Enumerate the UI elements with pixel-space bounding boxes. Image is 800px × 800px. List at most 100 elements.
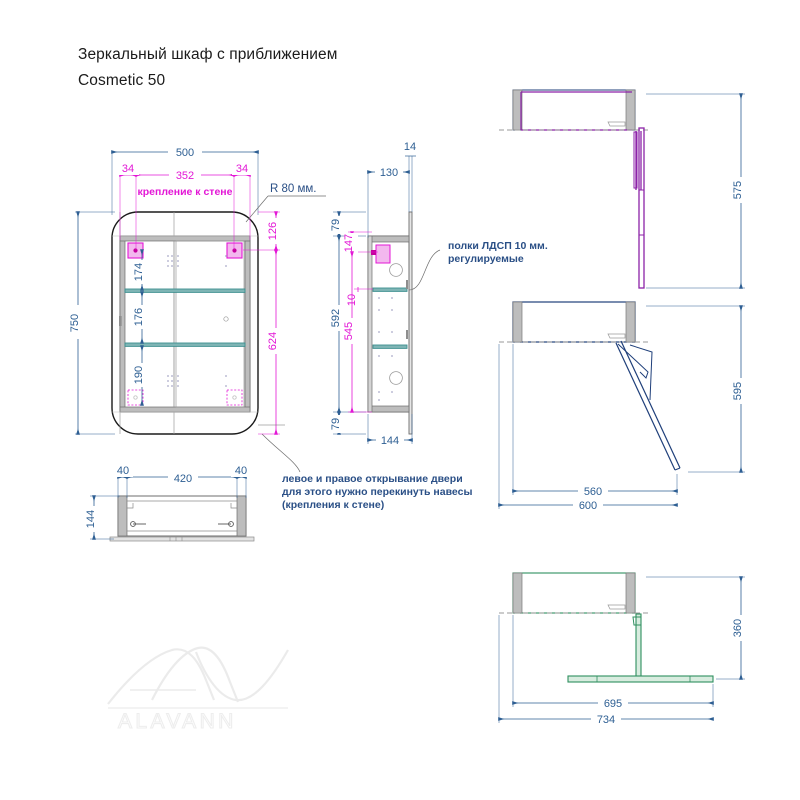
door-panel: [175, 240, 245, 408]
sd2-right-panel: [625, 301, 636, 343]
note-leader-curve: [261, 433, 301, 473]
dim-79-top-label: 79: [330, 219, 342, 231]
door-swing-note: левое и правое открывание двери для этог…: [282, 473, 472, 511]
fixing-dots: [167, 255, 227, 387]
side-catch-b: [406, 330, 408, 339]
dim-560: 560: [512, 344, 678, 498]
hinge-pin-bl: [133, 395, 138, 400]
dim-body-height: 592: [330, 235, 346, 413]
sd2-door-edge-a: [615, 342, 676, 471]
dim-600: 600: [498, 344, 678, 512]
sd1-hinge-detail: [607, 121, 626, 127]
plan-outline: [117, 495, 247, 537]
dim-plan-depth: 144: [85, 495, 120, 540]
side-bottom-panel: [367, 405, 410, 413]
dim-147-label: 147: [343, 234, 355, 252]
dim-body-depth: 130: [367, 164, 410, 238]
side-hinge-block: [375, 244, 391, 264]
bottom-panel: [119, 406, 251, 413]
dim-360-label: 360: [732, 619, 744, 637]
dim-mirror-thickness: 14: [404, 141, 416, 212]
note-line-2: для этого нужно перекинуть навесы: [282, 486, 472, 498]
shelf-upper: [124, 288, 246, 293]
shelf-note-line2: регулируемые: [448, 253, 524, 265]
watermark-text: ALAVANN: [118, 710, 237, 733]
dim-plan-widths: 40 40 420: [113, 462, 251, 498]
page-title: Зеркальный шкаф с приближением: [78, 46, 338, 63]
dim-inner-height: 545: [343, 251, 372, 413]
top-panel: [119, 235, 251, 242]
dim-126-label: 126: [267, 222, 279, 240]
dim-overall-height: 750: [69, 211, 115, 435]
dim-40-left: 40: [117, 465, 129, 477]
sd3-door-leaf: [567, 675, 714, 683]
note-line-3: (крепления к стене): [282, 499, 384, 511]
dim-734: 734: [498, 615, 714, 726]
dim-360: 360: [646, 576, 748, 680]
dim-79-bottom-label: 79: [330, 418, 342, 430]
dim-shelf-spacings: 174 176 190: [133, 249, 149, 406]
hinge-pin-br: [232, 395, 237, 400]
dim-40-right: 40: [235, 465, 247, 477]
side-shelf-upper: [372, 287, 408, 292]
swing-horizontal-green: 360 695 734: [498, 572, 748, 726]
dim-624-label: 624: [267, 332, 279, 350]
dim-130-label: 130: [380, 167, 398, 179]
dim-750-label: 750: [69, 314, 81, 332]
hinge-pin-tr: [232, 248, 237, 253]
sd2-left-panel: [512, 301, 523, 343]
side-top-panel: [367, 235, 410, 243]
dim-420-label: 420: [174, 473, 192, 485]
dim-190-label: 190: [133, 366, 145, 384]
sd1-door-hinge-arm: [635, 131, 642, 190]
radius-callout: R 80 мм.: [245, 183, 326, 223]
dim-hinge-top-offset: 147: [343, 231, 378, 253]
hinge-cup-lower: [389, 371, 403, 385]
sd2-hinge-link: [629, 344, 653, 401]
dim-mount-span: 34 34 352 крепление к стене: [119, 161, 252, 250]
sd2-hinge-arm: [617, 343, 649, 379]
dim-176-label: 176: [133, 308, 145, 326]
shelf-note: полки ЛДСП 10 мм. регулируемые: [408, 240, 548, 291]
alavann-watermark: ALAVANN: [107, 646, 289, 734]
right-side-panel: [244, 235, 251, 413]
dim-overall-width: 500: [111, 144, 259, 215]
dim-14-label: 14: [404, 141, 416, 153]
sd3-right-panel: [625, 572, 636, 614]
dim-top-margin: 79: [330, 211, 366, 237]
dim-34-right: 34: [236, 163, 248, 175]
shelf-lower: [124, 342, 246, 347]
sd3-hinge-bracket: [632, 616, 642, 626]
dim-695: 695: [512, 615, 714, 710]
side-hinge-pin: [371, 250, 376, 255]
sd2-door-edge-b: [620, 340, 681, 469]
front-elevation: 500 34 34 352 крепление к стене: [69, 144, 326, 473]
swing-diagonal-blue: 595 560 600: [498, 301, 748, 512]
hinge-cup-upper: [389, 263, 403, 277]
dim-144-side-label: 144: [381, 435, 399, 447]
dim-hinge-positions: 126 624: [243, 211, 283, 435]
hinge-plate-bottom-right: [226, 389, 243, 406]
dim-595-label: 595: [732, 382, 744, 400]
dim-500-label: 500: [176, 147, 194, 159]
plan-right-panel: [236, 495, 247, 537]
sd3-hinge-detail: [607, 604, 626, 610]
note-line-1: левое и правое открывание двери: [282, 473, 463, 485]
side-back-panel: [367, 235, 373, 413]
side-catch-a: [406, 280, 408, 289]
shelf-note-line1: полки ЛДСП 10 мм.: [448, 240, 548, 252]
dim-695-label: 695: [604, 698, 622, 710]
shelf-pin-hole: [223, 316, 229, 322]
side-fixing-dots: [378, 297, 393, 401]
sd2-hinge-detail: [607, 333, 626, 339]
dim-144-plan-label: 144: [85, 510, 97, 528]
dim-560-label: 560: [584, 486, 602, 498]
sd1-hinge-bracket: [633, 131, 638, 189]
dim-174-label: 174: [133, 263, 145, 281]
swing-vertical-purple: 575: [499, 89, 748, 289]
dim-34-left: 34: [122, 163, 134, 175]
sd3-door-arm: [635, 613, 642, 678]
sd2-door-end: [674, 467, 681, 471]
